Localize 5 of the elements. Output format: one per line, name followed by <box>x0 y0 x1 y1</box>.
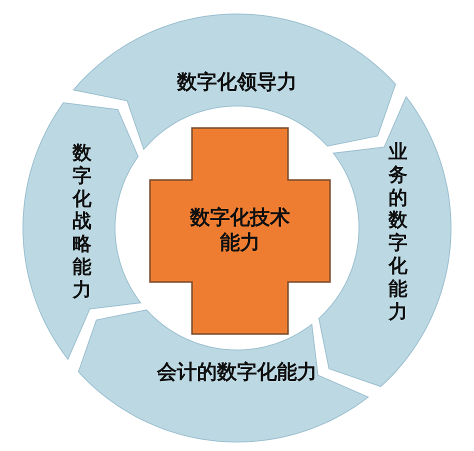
segment-label: 数字化技术能力 <box>188 205 291 255</box>
segment-label: 业务的数字化能力 <box>388 140 408 324</box>
segment-label: 会计的数字化能力 <box>156 360 318 384</box>
segment-label: 数字化战略能力 <box>72 142 92 302</box>
segment-label: 数字化领导力 <box>176 70 298 94</box>
